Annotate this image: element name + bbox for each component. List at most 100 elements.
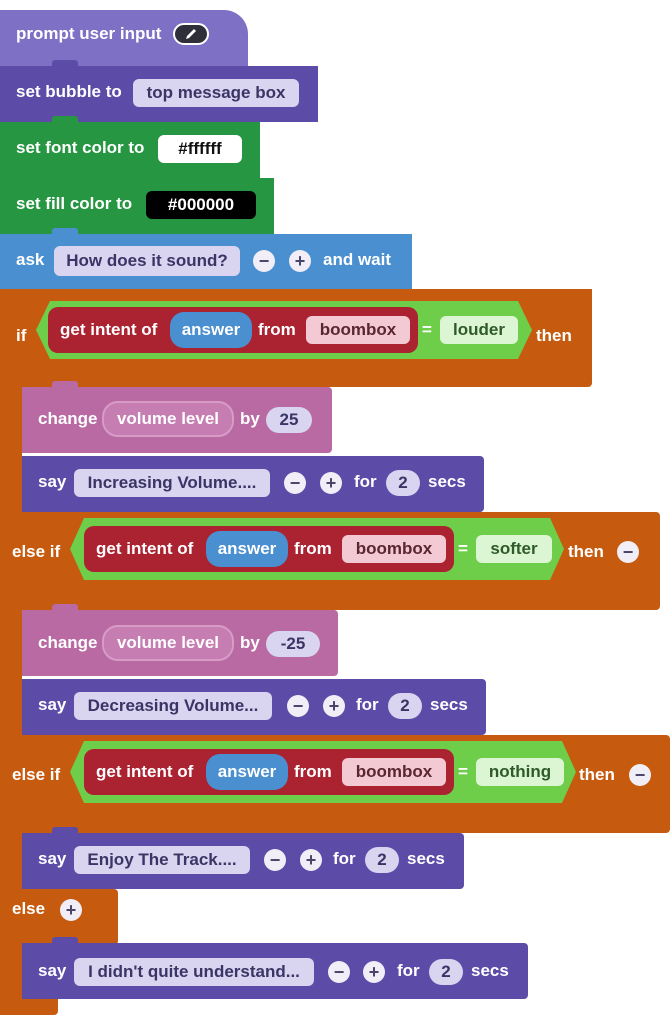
get-intent-reporter[interactable]: get intent of answer from boombox	[48, 307, 418, 353]
say-for-secs-block[interactable]: say Decreasing Volume... − + for 2 secs	[22, 679, 486, 735]
add-arg-button[interactable]: +	[323, 695, 345, 717]
say-for-secs-block[interactable]: say Enjoy The Track.... − + for 2 secs	[22, 827, 464, 889]
model-dropdown[interactable]: boombox	[342, 535, 446, 563]
block-notch	[52, 604, 78, 612]
remove-arg-button[interactable]: −	[328, 961, 350, 983]
equals-sign: =	[458, 762, 468, 781]
block-notch	[52, 60, 78, 68]
add-arg-button[interactable]: +	[363, 961, 385, 983]
add-arg-button[interactable]: +	[320, 472, 342, 494]
answer-reporter[interactable]: answer	[170, 312, 252, 348]
remove-else-if-button[interactable]: −	[617, 541, 639, 563]
fill-color-input[interactable]: #000000	[146, 191, 256, 219]
model-dropdown[interactable]: boombox	[342, 758, 446, 786]
then-label: then	[536, 326, 572, 345]
by-label: by	[240, 633, 260, 652]
change-amount-input[interactable]: -25	[266, 631, 320, 657]
pencil-icon[interactable]	[173, 23, 209, 45]
secs-input[interactable]: 2	[388, 693, 422, 719]
ask-label: ask	[16, 250, 45, 269]
block-notch	[52, 827, 78, 835]
say-label: say	[38, 961, 67, 980]
if-header: if get intent of answer from boombox = l…	[0, 289, 592, 387]
get-intent-label: get intent of	[96, 762, 194, 781]
say-label: say	[38, 849, 67, 868]
variable-dropdown[interactable]: volume level	[102, 401, 234, 437]
secs-label: secs	[430, 695, 468, 714]
model-dropdown[interactable]: boombox	[306, 316, 410, 344]
secs-input[interactable]: 2	[386, 470, 420, 496]
set-fill-color-block[interactable]: set fill color to #000000	[0, 172, 274, 234]
then-label: then	[568, 542, 604, 561]
if-block-bottom-cap	[0, 999, 58, 1015]
else-if-label: else if	[12, 765, 61, 784]
intent-value-input[interactable]: nothing	[476, 758, 564, 786]
secs-input[interactable]: 2	[429, 959, 463, 985]
else-if-label: else if	[12, 542, 61, 561]
secs-label: secs	[471, 961, 509, 980]
answer-reporter[interactable]: answer	[206, 754, 288, 790]
font-color-input[interactable]: #ffffff	[158, 135, 242, 163]
for-label: for	[356, 695, 379, 714]
remove-arg-button[interactable]: −	[253, 250, 275, 272]
set-bubble-block[interactable]: set bubble to top message box	[0, 60, 318, 122]
get-intent-reporter[interactable]: get intent of answer from boombox	[84, 749, 454, 795]
get-intent-reporter[interactable]: get intent of answer from boombox	[84, 526, 454, 572]
say-text-input[interactable]: Enjoy The Track....	[74, 846, 250, 874]
variable-dropdown[interactable]: volume level	[102, 625, 234, 661]
add-arg-button[interactable]: +	[289, 250, 311, 272]
for-label: for	[333, 849, 356, 868]
say-label: say	[38, 472, 67, 491]
for-label: for	[354, 472, 377, 491]
remove-else-if-button[interactable]: −	[629, 764, 651, 786]
get-intent-label: get intent of	[60, 320, 158, 339]
change-label: change	[38, 409, 98, 428]
then-label: then	[579, 765, 615, 784]
remove-arg-button[interactable]: −	[284, 472, 306, 494]
intent-value-input[interactable]: louder	[440, 316, 518, 344]
say-text-input[interactable]: Decreasing Volume...	[74, 692, 272, 720]
block-notch	[52, 937, 78, 945]
change-variable-block[interactable]: change volume level by -25	[22, 604, 338, 676]
equals-operator[interactable]: get intent of answer from boombox = noth…	[70, 741, 576, 803]
else-if-header: else if get intent of answer from boombo…	[0, 512, 660, 610]
from-label: from	[258, 320, 296, 339]
add-arg-button[interactable]: +	[300, 849, 322, 871]
ask-question-input[interactable]: How does it sound?	[54, 246, 240, 276]
remove-arg-button[interactable]: −	[264, 849, 286, 871]
say-label: say	[38, 695, 67, 714]
secs-label: secs	[407, 849, 445, 868]
change-label: change	[38, 633, 98, 652]
say-text-input[interactable]: I didn't quite understand...	[74, 958, 314, 986]
equals-operator[interactable]: get intent of answer from boombox = loud…	[36, 301, 532, 359]
block-notch	[52, 116, 78, 124]
event-block-prompt-user-input[interactable]: prompt user input	[0, 10, 248, 68]
add-else-if-button[interactable]: +	[60, 899, 82, 921]
ask-block[interactable]: ask How does it sound? − + and wait	[0, 228, 412, 290]
change-variable-block[interactable]: change volume level by 25	[22, 381, 332, 453]
by-label: by	[240, 409, 260, 428]
change-amount-input[interactable]: 25	[266, 407, 312, 433]
set-font-color-block[interactable]: set font color to #ffffff	[0, 116, 260, 178]
block-notch	[52, 172, 78, 180]
intent-value-input[interactable]: softer	[476, 535, 552, 563]
set-bubble-label: set bubble to	[16, 82, 122, 101]
say-for-secs-block[interactable]: say I didn't quite understand... − + for…	[22, 937, 528, 999]
set-fill-color-label: set fill color to	[16, 194, 133, 213]
bubble-dropdown[interactable]: top message box	[133, 79, 299, 107]
for-label: for	[397, 961, 420, 980]
equals-sign: =	[422, 320, 432, 339]
say-for-secs-block[interactable]: say Increasing Volume.... − + for 2 secs	[22, 456, 484, 512]
else-header: else +	[0, 889, 118, 945]
equals-sign: =	[458, 539, 468, 558]
say-text-input[interactable]: Increasing Volume....	[74, 469, 270, 497]
secs-input[interactable]: 2	[365, 847, 399, 873]
remove-arg-button[interactable]: −	[287, 695, 309, 717]
block-notch	[52, 381, 78, 389]
set-font-color-label: set font color to	[16, 138, 145, 157]
get-intent-label: get intent of	[96, 539, 194, 558]
else-label: else	[12, 899, 46, 918]
and-wait-label: and wait	[323, 250, 392, 269]
equals-operator[interactable]: get intent of answer from boombox = soft…	[70, 518, 564, 580]
answer-reporter[interactable]: answer	[206, 531, 288, 567]
